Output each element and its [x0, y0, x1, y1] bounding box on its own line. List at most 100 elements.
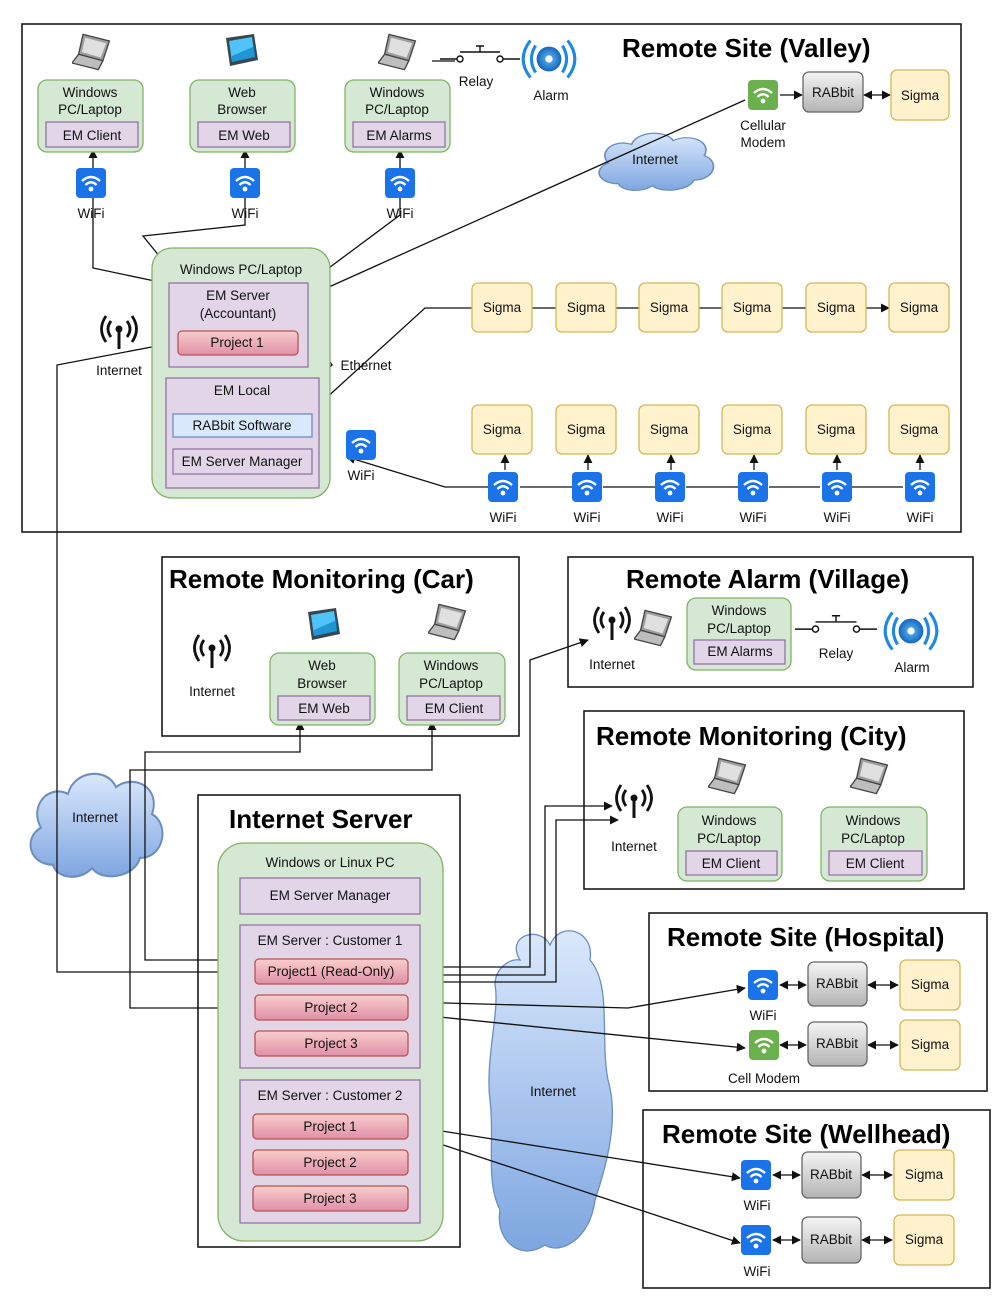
valley-pc2: Windows PC/Laptop EM Alarms	[344, 33, 451, 153]
valley-relay: Relay	[440, 45, 520, 89]
sigma-label: Sigma	[905, 1167, 944, 1182]
project-item: Project 1	[252, 1113, 409, 1140]
village-internet-antenna: Internet	[589, 605, 635, 672]
wifi-label: WiFi	[348, 468, 375, 483]
wellhead-rabbit-2: RABbit	[801, 1216, 862, 1264]
car-pc-app: EM Client	[425, 701, 484, 716]
sigma-device: Sigma	[805, 404, 867, 455]
wifi-icon	[572, 472, 602, 502]
wifi-node: WiFi	[572, 472, 602, 525]
rabbit-label: RABbit	[816, 1036, 858, 1051]
wifi-label: WiFi	[387, 206, 414, 221]
valley-server-pc: Windows PC/Laptop EM Server (Accountant)…	[151, 247, 331, 499]
valley-server-pc-title: Windows PC/Laptop	[180, 262, 302, 277]
sigma-label: Sigma	[905, 1232, 944, 1247]
project-label: Project 2	[303, 1155, 356, 1170]
cloud-valley: Internet	[598, 132, 715, 192]
sigma-label: Sigma	[900, 422, 939, 437]
em-server-title: EM Server	[206, 288, 270, 303]
wifi-icon	[822, 472, 852, 502]
sigma-device: Sigma	[721, 282, 783, 333]
region-hospital-title: Remote Site (Hospital)	[667, 922, 944, 952]
region-valley-title: Remote Site (Valley)	[622, 33, 871, 63]
wellhead-sigma-2: Sigma	[893, 1214, 955, 1266]
car-web-app: EM Web	[298, 701, 350, 716]
city-pc2-app: EM Client	[846, 856, 905, 871]
wifi-label: WiFi	[232, 206, 259, 221]
wifi-icon	[488, 472, 518, 502]
sigma-label: Sigma	[911, 1037, 950, 1052]
valley-wifi-local: WiFi	[346, 430, 376, 483]
rabbit-label: RABbit	[812, 85, 854, 100]
valley-web-title1: Web	[228, 85, 256, 100]
project-label: Project 1	[303, 1119, 356, 1134]
sigma-label: Sigma	[901, 88, 940, 103]
wellhead-sigma-1: Sigma	[893, 1149, 955, 1201]
city-pc2-title1: Windows	[846, 813, 901, 828]
valley-sigma-top: Sigma	[890, 69, 950, 121]
wifi-icon	[738, 472, 768, 502]
wifi-label: WiFi	[740, 510, 767, 525]
car-pc-title1: Windows	[424, 658, 479, 673]
cloud-valley-label: Internet	[632, 152, 678, 167]
car-pc-title2: PC/Laptop	[419, 676, 483, 691]
wellhead-wifi-1: WiFi	[741, 1160, 771, 1213]
project-item: Project 2	[254, 994, 409, 1021]
wifi-icon	[748, 970, 778, 1000]
sigma-label: Sigma	[911, 977, 950, 992]
hospital-cell-modem: Cell Modem	[728, 1030, 800, 1086]
project-item: Project1 (Read-Only)	[254, 958, 409, 985]
valley-cellular-line2: Modem	[740, 135, 785, 150]
sigma-label: Sigma	[567, 300, 606, 315]
village-pc-title1: Windows	[712, 603, 767, 618]
sigma-label: Sigma	[733, 300, 772, 315]
sigma-label: Sigma	[650, 422, 689, 437]
region-city-title: Remote Monitoring (City)	[596, 721, 907, 751]
wifi-node: WiFi	[488, 472, 518, 525]
village-alarm: Alarm	[883, 610, 939, 675]
city-internet-antenna: Internet	[611, 783, 657, 854]
wifi-label: WiFi	[907, 510, 934, 525]
internet-label: Internet	[189, 684, 235, 699]
hospital-rabbit-1: RABbit	[807, 961, 868, 1007]
sigma-device: Sigma	[805, 282, 867, 333]
wifi-node: WiFi	[822, 472, 852, 525]
valley-relay-label: Relay	[459, 74, 494, 89]
valley-alarm: Alarm	[521, 38, 577, 103]
village-relay-label: Relay	[819, 646, 854, 661]
wifi-icon	[655, 472, 685, 502]
cloud-middle-label: Internet	[530, 1084, 576, 1099]
ethernet-label: Ethernet	[340, 358, 391, 373]
em-server-manager: EM Server Manager	[182, 454, 303, 469]
valley-alarm-label: Alarm	[533, 88, 568, 103]
valley-wifi-3: WiFi	[385, 168, 415, 221]
sigma-label: Sigma	[817, 422, 856, 437]
rabbit-label: RABbit	[816, 976, 858, 991]
city-pc1-title2: PC/Laptop	[697, 831, 761, 846]
rabbit-software: RABbit Software	[192, 418, 291, 433]
sigma-device: Sigma	[638, 282, 700, 333]
car-web-title1: Web	[308, 658, 336, 673]
sigma-device: Sigma	[471, 282, 533, 333]
village-relay: Relay	[795, 615, 877, 661]
sigma-label: Sigma	[817, 300, 856, 315]
wifi-icon	[76, 168, 106, 198]
sigma-label: Sigma	[900, 300, 939, 315]
wifi-icon	[230, 168, 260, 198]
sigma-device: Sigma	[555, 404, 617, 455]
wifi-icon	[741, 1225, 771, 1255]
sigma-device: Sigma	[721, 404, 783, 455]
valley-wifi-1: WiFi	[76, 168, 106, 221]
wifi-label: WiFi	[824, 510, 851, 525]
wifi-label: WiFi	[574, 510, 601, 525]
cellular-icon	[748, 80, 778, 110]
wifi-label: WiFi	[744, 1198, 771, 1213]
wifi-icon	[905, 472, 935, 502]
cloud-middle: Internet	[488, 930, 614, 1252]
hospital-rabbit-2: RABbit	[807, 1021, 868, 1067]
project-item: Project 3	[252, 1185, 409, 1212]
project-label: Project 3	[303, 1191, 356, 1206]
city-pc2-title2: PC/Laptop	[841, 831, 905, 846]
